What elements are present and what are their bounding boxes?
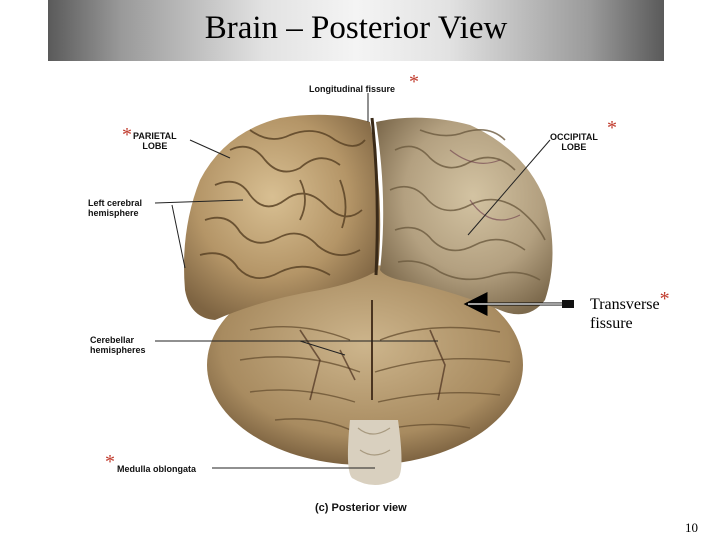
leader-lines [154, 93, 551, 469]
label-medulla-oblongata: Medulla oblongata [117, 464, 197, 474]
label-cerebellar-hemispheres: Cerebellar hemispheres [90, 335, 146, 355]
label-transverse-fissure: Transverse* fissure [590, 288, 670, 332]
page-number: 10 [685, 520, 698, 535]
right-cerebral-hemisphere [376, 117, 553, 315]
label-left-cerebral-hemisphere: Left cerebral hemisphere [88, 198, 143, 218]
asterisk-parietal: * [122, 124, 132, 146]
asterisk-medulla: * [105, 451, 115, 473]
label-longitudinal-fissure: Longitudinal fissure [309, 84, 396, 94]
asterisk-occipital: * [607, 117, 617, 139]
slide-title: Brain – Posterior View [204, 10, 508, 46]
longitudinal-fissure-line [370, 117, 379, 276]
asterisk-longitudinal: * [409, 71, 419, 93]
label-occipital-lobe: OCCIPITAL LOBE [550, 132, 598, 152]
title-bar: Brain – Posterior View [48, 0, 664, 61]
figure-caption: (c) Posterior view [315, 502, 407, 514]
asterisk-transverse: * [659, 288, 670, 310]
left-cerebral-hemisphere [184, 114, 381, 320]
label-parietal-lobe: PARIETAL LOBE [133, 131, 177, 151]
cerebellum [207, 265, 523, 465]
medulla-oblongata-shape [347, 420, 402, 485]
transverse-fissure-arrow [463, 292, 574, 316]
